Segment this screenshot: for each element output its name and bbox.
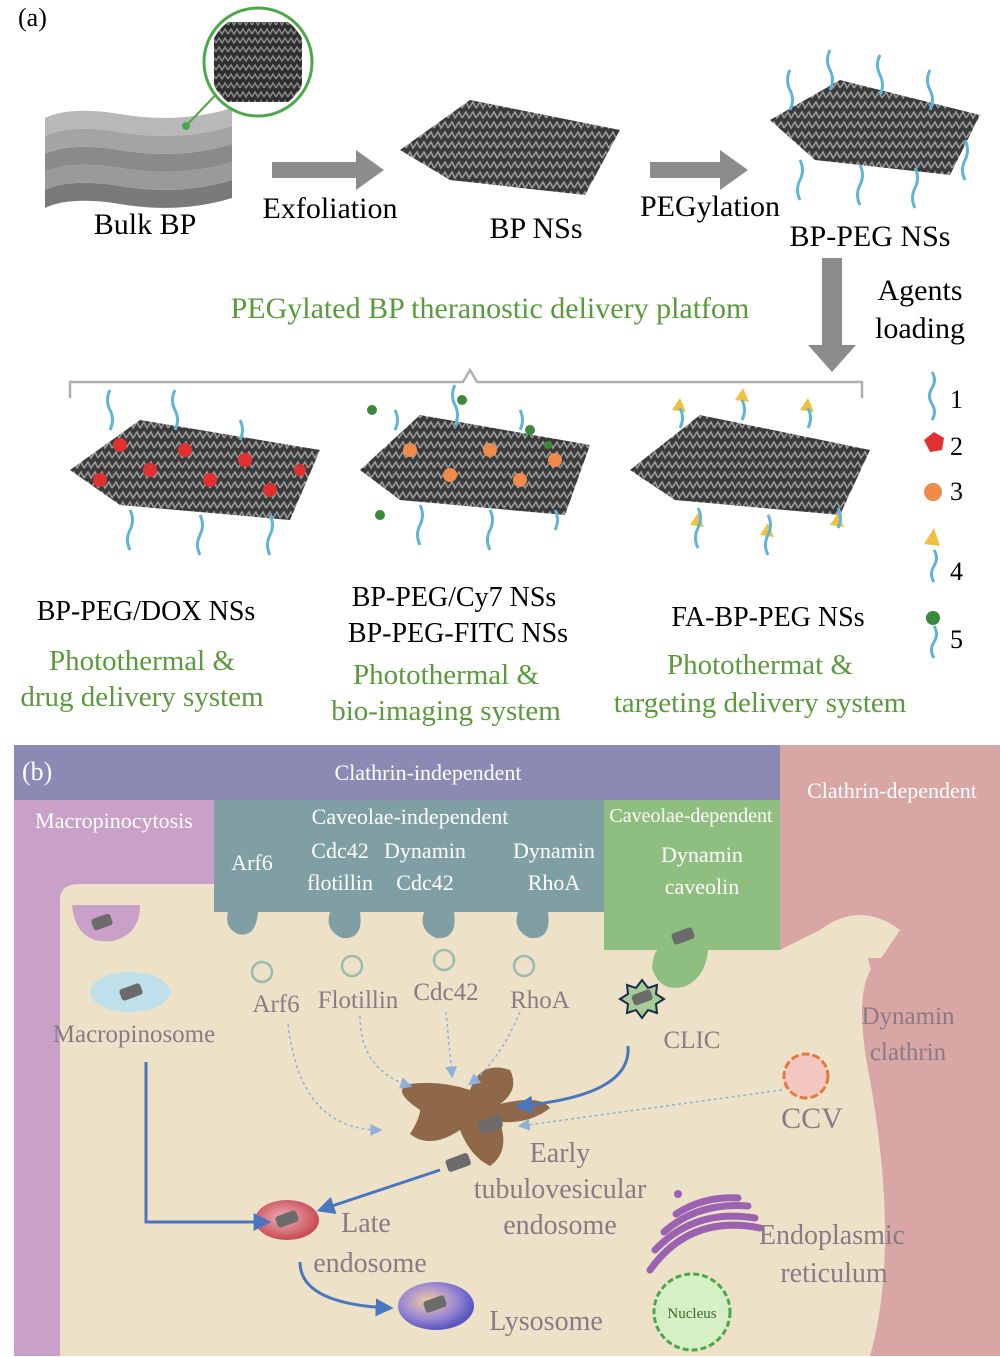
stage-bp-peg-nss: BP-PEG NSs [790,220,951,253]
label-early-3: endosome [503,1210,617,1241]
label-er-2: reticulum [780,1258,888,1289]
label-er-1: Endoplasmic [759,1220,905,1251]
clathrin-independent-band [14,745,780,800]
pathway-col4-line1: Dynamin [513,838,595,863]
cy7-fitc-nanosheet-illustration [360,384,590,551]
system-desc-targeting-1: Photothermat & [667,649,854,681]
label-ccv: CCV [781,1102,843,1135]
caveolae-dep-line1: Dynamin [661,842,743,867]
system-desc-dox-1: Photothermal & [49,645,236,677]
bp-nanosheet-illustration [400,100,620,195]
bulk-bp-illustration [45,6,314,208]
stage-bulk-bp: Bulk BP [94,208,197,241]
system-name-dox: BP-PEG/DOX NSs [37,596,256,627]
label-flotillin-vesicle: Flotillin [318,987,399,1014]
legend-5: 5 [950,625,963,654]
agents-label-line1: Agents [878,274,963,307]
pathway-col3-line2: Cdc42 [396,870,453,895]
label-rhoa-vesicle: RhoA [510,987,570,1014]
caveolae-independent-region [214,800,604,912]
system-name-cy7: BP-PEG/Cy7 NSs [352,582,557,613]
caveolae-dependent-region [604,800,780,950]
label-arf6-vesicle: Arf6 [252,991,299,1018]
header-clathrin-independent: Clathrin-independent [335,760,522,785]
label-clic: CLIC [664,1027,721,1054]
stage-bp-nss: BP NSs [489,212,582,245]
platform-title: PEGylated BP theranostic delivery platfo… [231,292,750,325]
pegylation-arrow [650,150,748,190]
early-endosome-shape [402,1067,550,1166]
header-clathrin-dependent: Clathrin-dependent [807,778,977,803]
label-lysosome: Lysosome [489,1306,603,1337]
stage-exfoliation: Exfoliation [263,192,398,225]
bp-lattice-zoom [214,22,302,102]
system-desc-imaging-1: Photothermal & [353,659,540,691]
fa-nanosheet-illustration [630,388,870,556]
pathway-col3-line1: Dynamin [384,838,466,863]
label-dynamin: Dynamin [861,1003,955,1030]
pathway-col2-line2: flotillin [307,870,373,895]
platform-bracket [68,367,864,398]
pathway-col2-line1: Cdc42 [311,838,368,863]
pathway-arf6: Arf6 [231,850,273,875]
agents-loading-arrow [808,258,856,372]
bp-peg-nanosheet-illustration [770,49,980,209]
label-late-2: endosome [313,1248,427,1279]
system-desc-imaging-2: bio-imaging system [331,695,561,727]
panel-b [14,745,1000,1356]
label-clathrin: clathrin [870,1039,947,1066]
panel-b-label: (b) [22,757,52,786]
header-caveolae-dependent: Caveolae-dependent [609,805,773,827]
caveolae-dep-line2: caveolin [665,874,740,899]
label-early-1: Early [530,1138,591,1169]
system-desc-targeting-2: targeting delivery system [614,687,907,719]
label-macropinosome: Macropinosome [53,1021,215,1048]
legend-4: 4 [950,557,963,586]
header-macropinocytosis: Macropinocytosis [35,808,193,833]
system-desc-dox-2: drug delivery system [20,681,264,713]
system-name-fitc: BP-PEG-FITC NSs [348,618,568,649]
label-nucleus: Nucleus [667,1306,716,1322]
label-early-2: tubulovesicular [474,1174,647,1205]
stage-pegylation: PEGylation [640,190,780,223]
agent-legend: 1 2 3 4 5 [924,371,963,659]
dox-nanosheet-illustration [70,389,320,556]
legend-1: 1 [950,385,963,414]
label-cdc42-vesicle: Cdc42 [413,979,478,1006]
exfoliation-arrow [272,150,384,190]
panel-a-label: (a) [18,3,47,32]
system-name-fa: FA-BP-PEG NSs [671,602,864,633]
label-late-1: Late [341,1208,391,1239]
legend-2: 2 [950,432,963,461]
pathway-col4-line2: RhoA [528,870,581,895]
legend-3: 3 [950,477,963,506]
agents-label-line2: loading [875,312,965,345]
header-caveolae-independent: Caveolae-independent [312,804,509,829]
